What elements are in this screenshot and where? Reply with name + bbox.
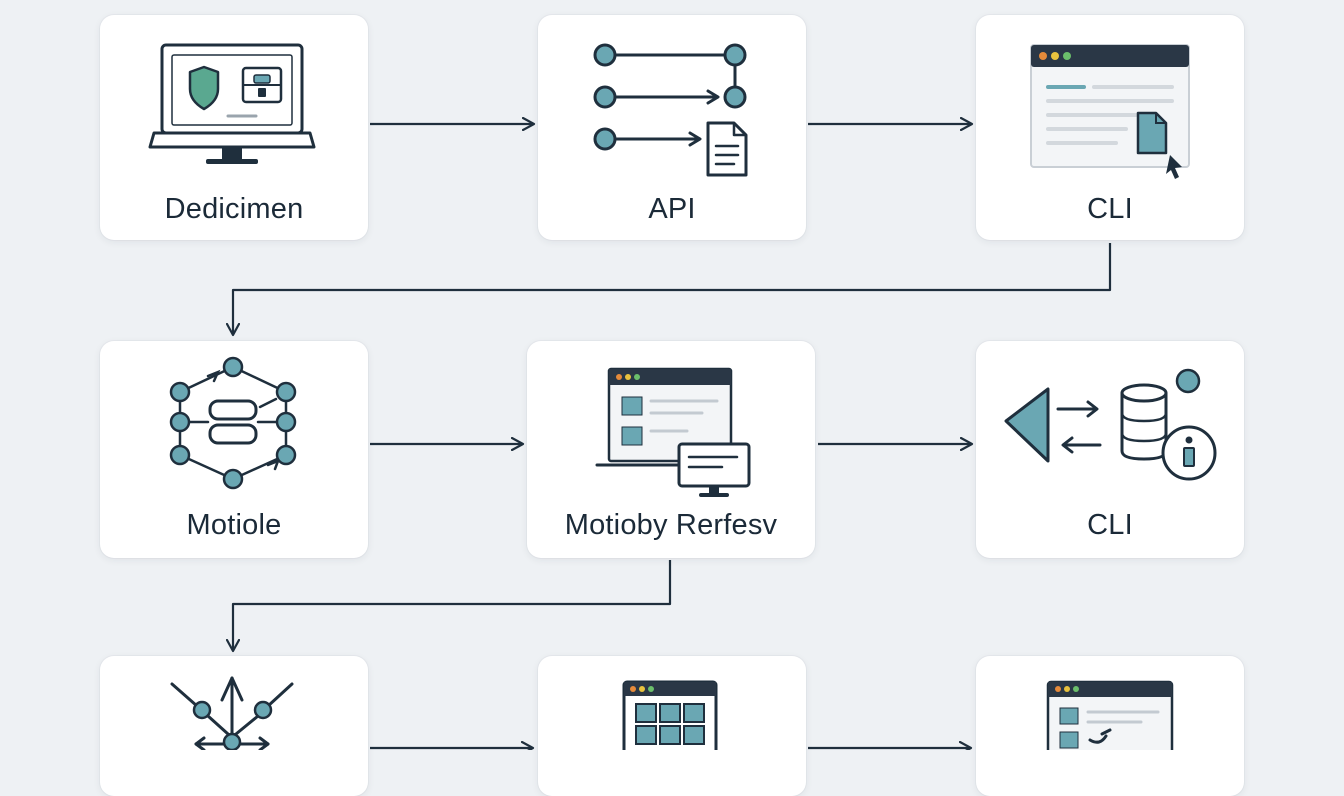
node-network-icon xyxy=(169,356,297,490)
node-label: CLI xyxy=(1087,193,1133,225)
monitor-shield-lock-icon xyxy=(148,43,316,164)
node-card-3[interactable]: CLI xyxy=(976,15,1244,240)
browser-grid-icon xyxy=(622,680,718,750)
node-card-1[interactable]: Dedicimen xyxy=(100,15,368,240)
node-card-9[interactable] xyxy=(976,656,1244,796)
node-card-4[interactable]: Motiole xyxy=(100,341,368,558)
node-label: Dedicimen xyxy=(164,193,304,225)
network-branch-icon xyxy=(170,676,294,750)
node-card-2[interactable]: API xyxy=(538,15,806,240)
node-label: Motiole xyxy=(186,509,282,541)
browser-monitor-icon xyxy=(595,367,751,497)
node-label: CLI xyxy=(1087,509,1133,541)
node-card-6[interactable]: CLI xyxy=(976,341,1244,558)
connector-n5-to-n7 xyxy=(233,560,672,650)
connector-n3-to-n4 xyxy=(233,243,1112,334)
exchange-database-info-icon xyxy=(1004,368,1217,481)
node-card-5[interactable]: Motioby Rerfesv xyxy=(527,341,815,558)
node-card-7[interactable] xyxy=(100,656,368,796)
api-flow-document-icon xyxy=(593,43,748,177)
flow-diagram: Dedicimen xyxy=(0,0,1244,796)
node-card-8[interactable] xyxy=(538,656,806,796)
node-label: API xyxy=(648,193,696,225)
node-label: Motioby Rerfesv xyxy=(564,509,778,541)
browser-document-cursor-icon xyxy=(1030,44,1190,179)
connector-layer xyxy=(0,0,1112,750)
browser-check-icon xyxy=(1046,680,1174,750)
